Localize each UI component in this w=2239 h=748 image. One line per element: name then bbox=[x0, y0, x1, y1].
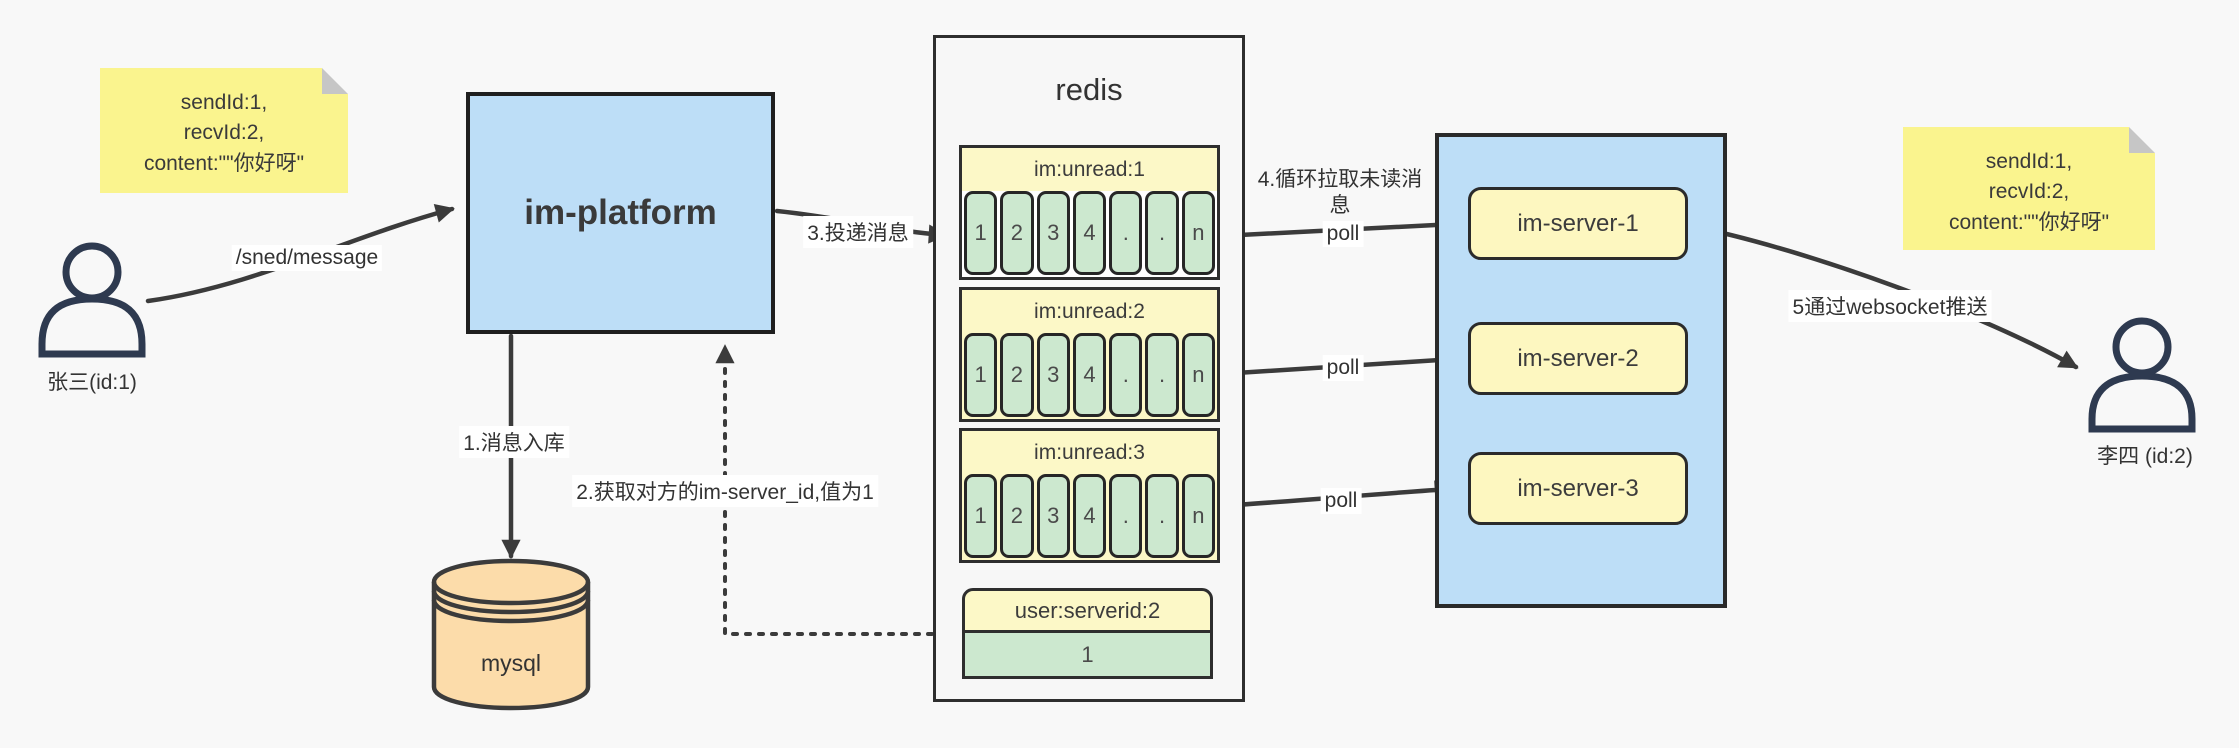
queue-cell: 3 bbox=[1036, 191, 1070, 275]
note-fold-icon bbox=[2129, 127, 2155, 153]
queue-cell: . bbox=[1145, 191, 1179, 275]
note-line: sendId:1, bbox=[1985, 150, 2073, 173]
edge-label-step5: 5通过websocket推送 bbox=[1788, 290, 1992, 322]
sender-label: 张三(id:1) bbox=[47, 371, 137, 394]
queue-cell: . bbox=[1145, 474, 1179, 558]
queue-cell: . bbox=[1109, 191, 1143, 275]
note-fold-icon bbox=[322, 68, 348, 94]
note-line: recvId:2, bbox=[1988, 180, 2070, 204]
edge-label-step1: 1.消息入库 bbox=[459, 426, 569, 458]
queue-title: im:unread:1 bbox=[962, 148, 1217, 191]
queue-cell: n bbox=[1181, 191, 1215, 275]
kv-user-serverid-header: user:serverid:2 bbox=[962, 588, 1213, 633]
edge-label-poll-1: poll bbox=[1322, 221, 1364, 247]
queue-cell: 2 bbox=[1000, 191, 1034, 275]
redis-title: redis bbox=[1055, 72, 1123, 107]
edge-label-send-message: /sned/message bbox=[231, 245, 383, 271]
im-server-label: im-server-1 bbox=[1517, 209, 1639, 237]
queue-title: im:unread:2 bbox=[962, 290, 1217, 333]
mysql-label: mysql bbox=[480, 650, 542, 676]
queue-cell: . bbox=[1109, 474, 1143, 558]
queue-cell: 4 bbox=[1072, 333, 1107, 417]
queue-cell: 1 bbox=[964, 333, 998, 417]
person-sender-icon bbox=[38, 242, 146, 358]
queue-cell: . bbox=[1109, 333, 1143, 417]
kv-title: user:serverid:2 bbox=[1014, 597, 1161, 623]
note-line: content:""你好呀" bbox=[1948, 210, 2110, 234]
queue-cell: 1 bbox=[964, 191, 998, 275]
queue-im-unread-2: im:unread:2 1 2 3 4 . . n bbox=[959, 287, 1220, 422]
edge-label-step3: 3.投递消息 bbox=[803, 216, 913, 248]
sticky-note-left: sendId:1, recvId:2, content:""你好呀" bbox=[100, 68, 348, 193]
im-server-label: im-server-3 bbox=[1517, 474, 1639, 502]
queue-cell: 4 bbox=[1072, 191, 1107, 275]
queue-title: im:unread:3 bbox=[962, 431, 1217, 474]
queue-cell: 1 bbox=[964, 474, 998, 558]
im-server-3-node: im-server-3 bbox=[1468, 452, 1688, 525]
edge-label-step2: 2.获取对方的im-server_id,值为1 bbox=[572, 475, 878, 507]
queue-cell: 3 bbox=[1036, 333, 1070, 417]
receiver-label: 李四 (id:2) bbox=[2097, 445, 2193, 468]
im-platform-label: im-platform bbox=[524, 193, 717, 232]
queue-im-unread-1: im:unread:1 1 2 3 4 . . n bbox=[959, 145, 1220, 280]
note-line: content:""你好呀" bbox=[143, 151, 305, 175]
queue-cell: n bbox=[1181, 474, 1215, 558]
queue-im-unread-3: im:unread:3 1 2 3 4 . . n bbox=[959, 428, 1220, 563]
person-receiver-icon bbox=[2088, 317, 2196, 433]
im-server-label: im-server-2 bbox=[1517, 344, 1639, 372]
queue-cell: 3 bbox=[1036, 474, 1070, 558]
queue-cell: . bbox=[1145, 333, 1179, 417]
im-server-1-node: im-server-1 bbox=[1468, 187, 1688, 260]
queue-cell: 2 bbox=[1000, 333, 1034, 417]
database-cylinder-icon bbox=[431, 558, 591, 711]
note-line: sendId:1, bbox=[180, 91, 268, 114]
sticky-note-right: sendId:1, recvId:2, content:""你好呀" bbox=[1903, 127, 2155, 250]
im-platform-node: im-platform bbox=[466, 92, 775, 334]
kv-user-serverid-value: 1 bbox=[962, 633, 1213, 679]
queue-cells-row: 1 2 3 4 . . n bbox=[962, 474, 1217, 558]
edge-label-poll-3: poll bbox=[1320, 488, 1362, 514]
queue-cell: 2 bbox=[1000, 474, 1034, 558]
queue-cell: n bbox=[1181, 333, 1215, 417]
im-server-2-node: im-server-2 bbox=[1468, 322, 1688, 395]
queue-cells-row: 1 2 3 4 . . n bbox=[962, 191, 1217, 275]
kv-value-text: 1 bbox=[1081, 641, 1094, 667]
queue-cells-row: 1 2 3 4 . . n bbox=[962, 333, 1217, 417]
edge-label-step4: 4.循环拉取未读消息 bbox=[1257, 168, 1423, 218]
note-line: recvId:2, bbox=[183, 121, 265, 145]
queue-cell: 4 bbox=[1072, 474, 1107, 558]
edge-label-poll-2: poll bbox=[1322, 355, 1364, 381]
